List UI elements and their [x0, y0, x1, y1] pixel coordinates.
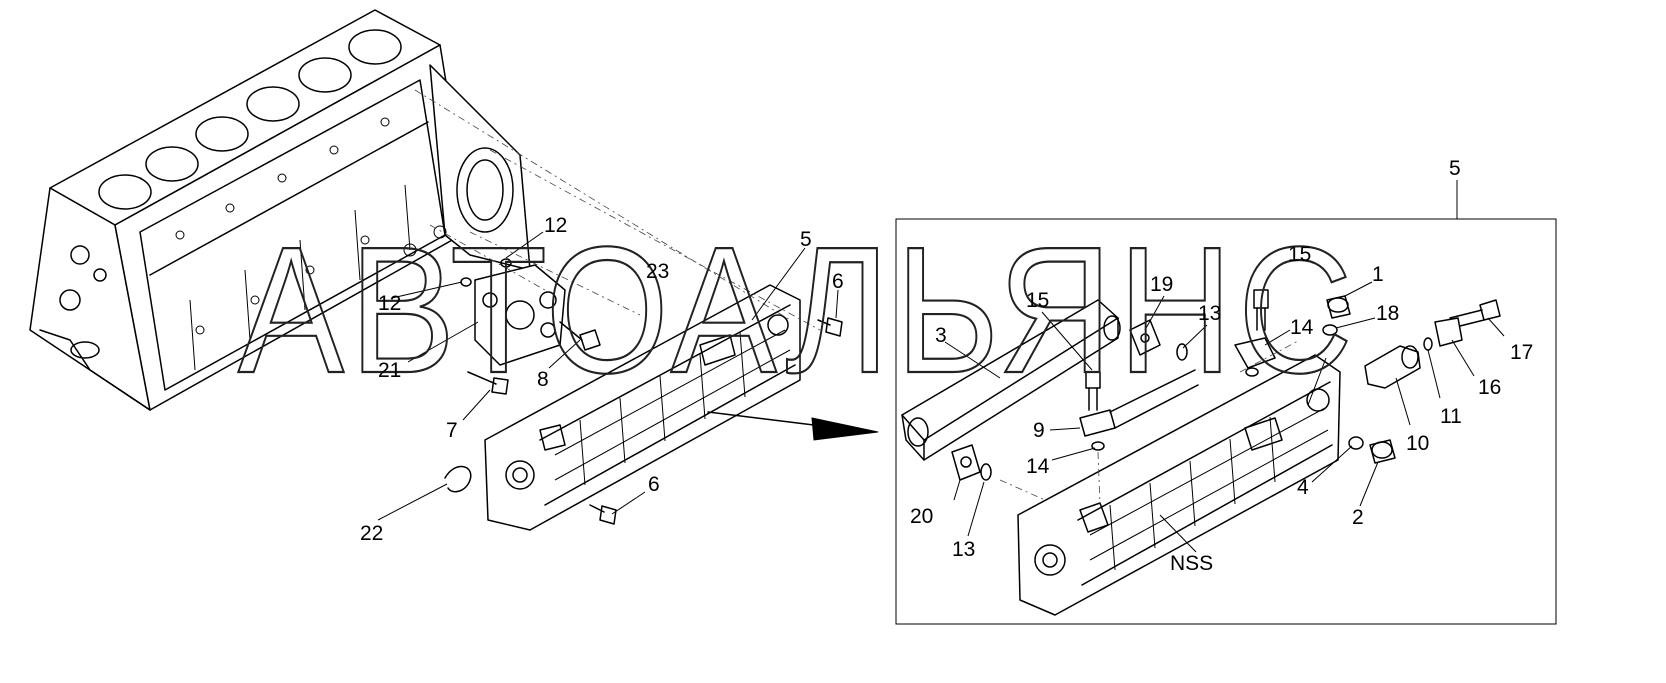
callout-13-upper: 13	[1198, 302, 1221, 325]
callout-14-upper: 14	[1290, 316, 1314, 339]
callout-14-lower: 14	[1026, 455, 1050, 478]
seal-22	[444, 465, 472, 493]
detail-inset-frame	[895, 218, 1557, 625]
cap-1	[1326, 295, 1351, 319]
inset-alignment-1	[999, 479, 1046, 501]
bolt-15-upper	[1253, 289, 1269, 331]
callout-21: 21	[378, 359, 401, 382]
callout-11: 11	[1440, 405, 1462, 428]
bracket-16	[1434, 317, 1463, 347]
callout-15-mid: 15	[1026, 289, 1049, 312]
callout-23: 23	[646, 260, 669, 283]
inset-alignment-3	[1239, 339, 1301, 373]
callout-12-upper: 12	[544, 214, 567, 237]
oil-cooler-right	[1017, 354, 1341, 616]
bolt-6-upper	[817, 317, 843, 337]
bolt-6-lower	[589, 504, 617, 525]
callout-5-left: 5	[800, 228, 812, 251]
o-ring-11	[1423, 337, 1433, 351]
o-ring-18	[1322, 324, 1338, 336]
callout-17: 17	[1510, 341, 1533, 364]
gasket-19	[1129, 319, 1161, 356]
callout-15-upper: 15	[1288, 243, 1311, 266]
oil-filter-housing	[474, 264, 566, 366]
cover-plate-3	[901, 299, 1121, 461]
callout-13-lower: 13	[952, 538, 975, 561]
callout-1: 1	[1372, 263, 1384, 286]
callout-19: 19	[1150, 273, 1173, 296]
callout-5-inset: 5	[1449, 157, 1461, 180]
oil-cooler-left	[484, 284, 801, 531]
callout-12-lower: 12	[378, 292, 401, 315]
alignment-line-4	[489, 149, 821, 331]
connector-9	[1079, 409, 1116, 437]
callout-10: 10	[1406, 432, 1429, 455]
left-callouts: 12 23 5 6 12 21 8 7 6 22	[360, 214, 844, 545]
callout-8: 8	[537, 368, 549, 391]
o-ring-14-lower	[1091, 441, 1105, 451]
callout-18: 18	[1376, 302, 1399, 325]
callout-6-lower: 6	[648, 473, 660, 496]
valve-10	[1364, 345, 1421, 389]
bolt-15-mid	[1085, 371, 1101, 411]
plug-2	[1369, 439, 1396, 464]
engine-block	[29, 9, 531, 411]
o-ring-12-upper	[500, 258, 512, 268]
watermark: АВТОАЛЬЯНС	[238, 210, 1358, 411]
callout-22: 22	[360, 522, 383, 545]
callout-7: 7	[446, 419, 458, 442]
label-nss: NSS	[1170, 552, 1213, 575]
callout-2: 2	[1352, 506, 1364, 529]
o-ring-13-upper	[1176, 343, 1188, 361]
callout-9: 9	[1033, 419, 1045, 442]
callout-20: 20	[910, 505, 933, 528]
callout-6-upper: 6	[832, 270, 844, 293]
gasket-20	[951, 444, 981, 481]
adapter-14-upper	[1234, 337, 1276, 369]
callout-4: 4	[1297, 476, 1309, 499]
bolt-8	[559, 321, 601, 351]
alignment-line-2	[429, 224, 546, 291]
arrow-to-detail	[707, 411, 879, 441]
callout-16: 16	[1478, 376, 1501, 399]
washer-4	[1348, 436, 1364, 450]
right-callouts: 5 15 1 19 15 18 13 14 3 17 16 9 11 10 14…	[910, 157, 1533, 575]
bolt-7	[467, 371, 509, 395]
o-ring-13-lower	[980, 463, 992, 481]
callout-3: 3	[935, 324, 947, 347]
leader-lines	[377, 231, 1505, 553]
alignment-line-1	[414, 89, 791, 321]
alignment-line-3	[469, 231, 641, 316]
